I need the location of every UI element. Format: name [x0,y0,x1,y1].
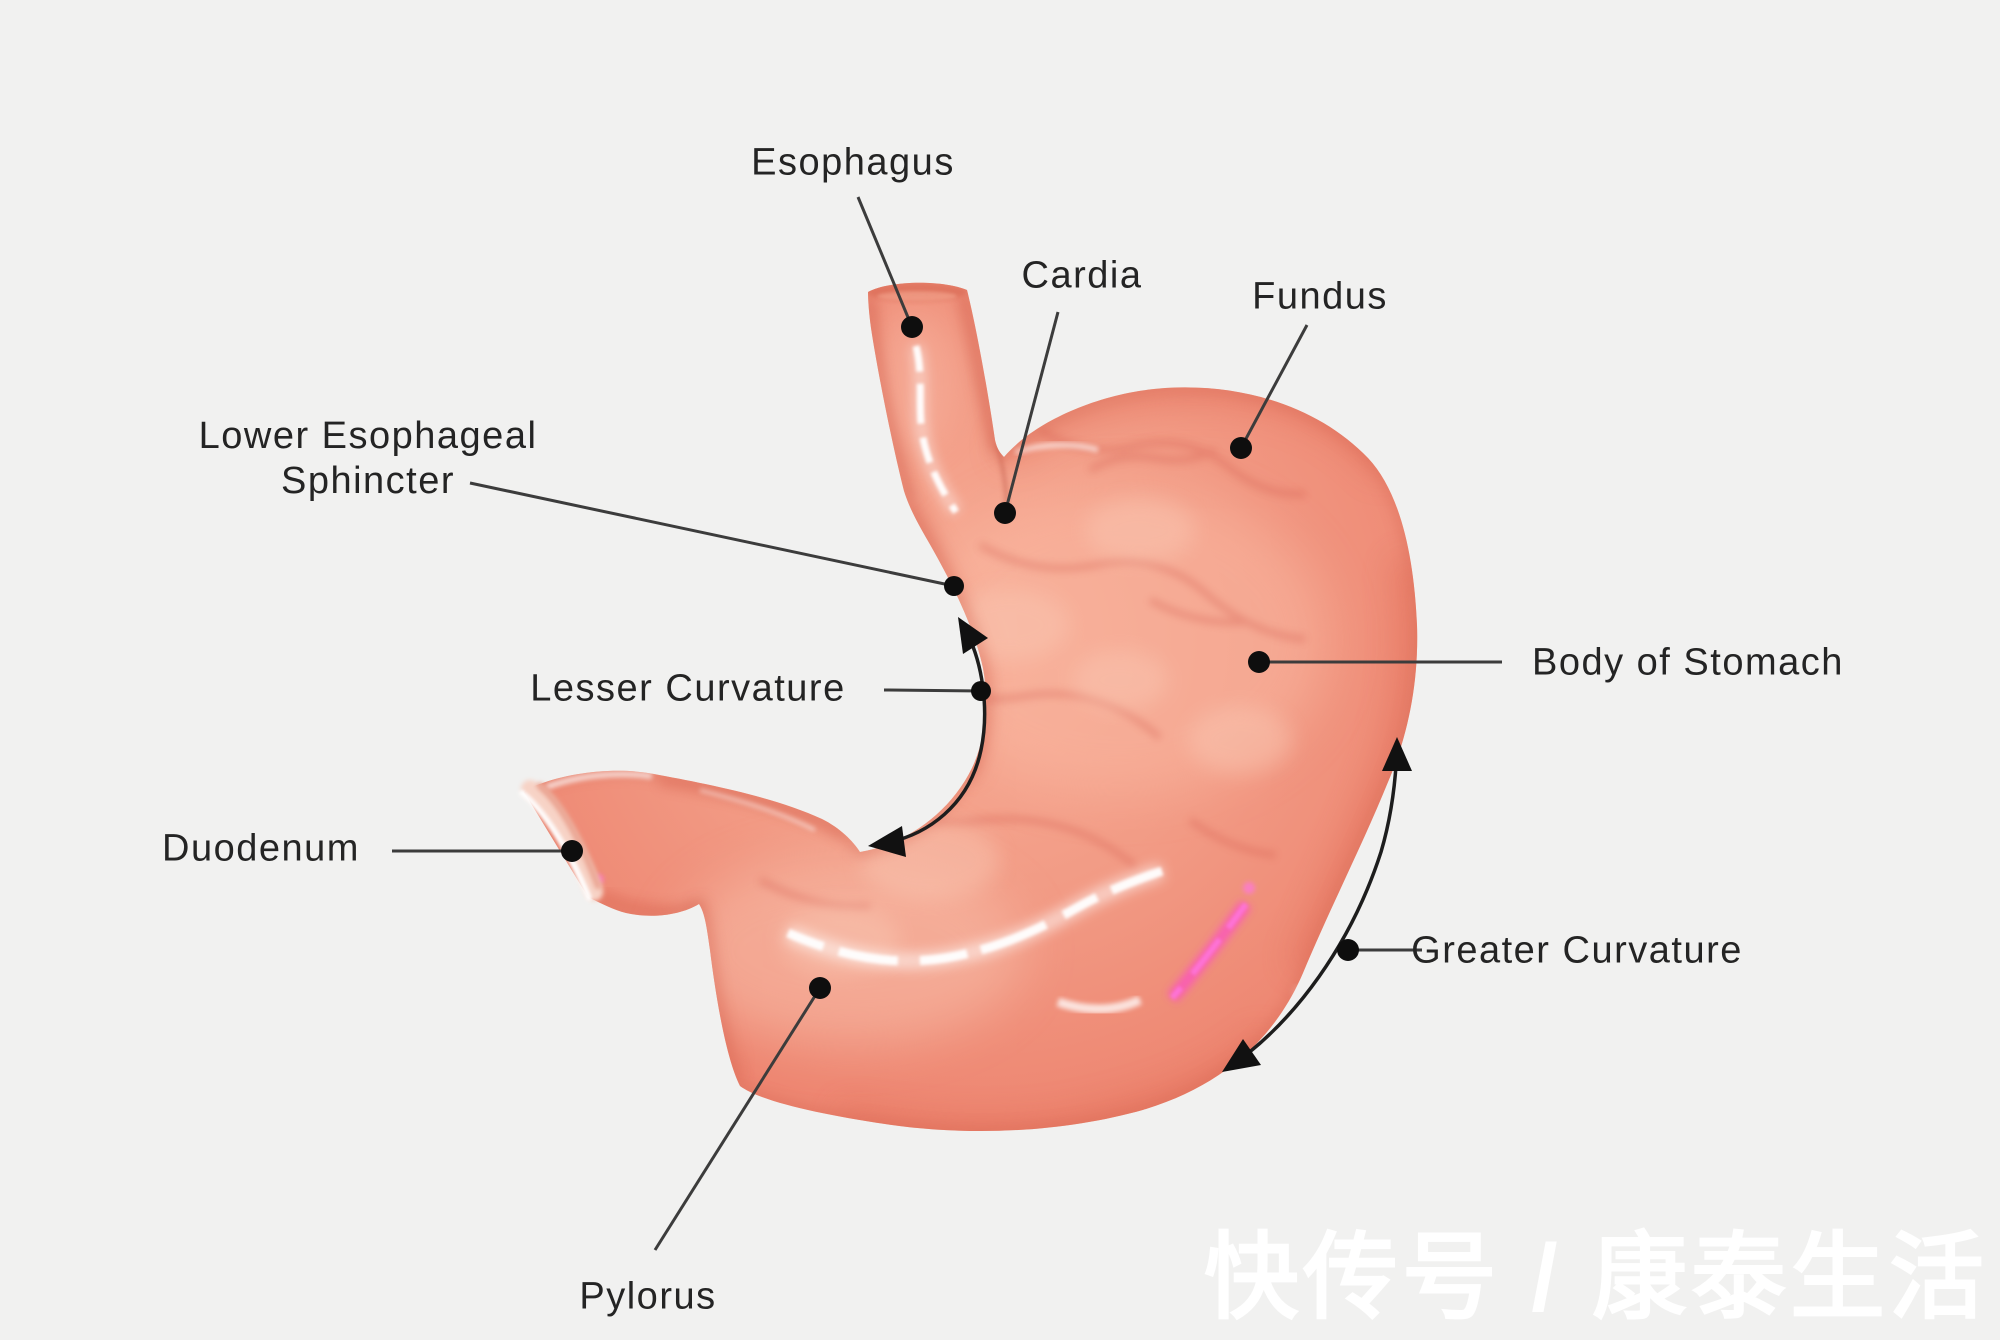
esophagus-leader-line [856,196,914,328]
label-cardia: Cardia [1021,254,1143,297]
label-body-of-stomach: Body of Stomach [1532,641,1844,684]
cardia-leader-line [1003,311,1060,514]
pylorus-leader-line [653,987,822,1251]
stomach-body [519,282,1418,1132]
body-of-stomach-dot [1248,651,1270,673]
iridescent-glints [594,874,1255,1003]
esophagus-dot [901,316,923,338]
greater-curvature-arrowhead-down [1222,1039,1261,1072]
label-fundus: Fundus [1252,275,1388,318]
label-lower-esophageal-sphincter: Lower Esophageal Sphincter [198,415,538,502]
lower-esophageal-sphincter-leader-line [469,481,955,588]
greater-curvature-dot [1337,939,1359,961]
stomach-shading [524,282,1418,1132]
label-lesser-curvature: Lesser Curvature [530,667,846,710]
label-duodenum: Duodenum [162,827,360,870]
lesser-curvature-arrowhead-up [958,617,988,654]
marker-dots [561,316,1359,999]
pylorus-dot [809,977,831,999]
greater-curvature-arrowhead-up [1382,737,1412,771]
greater-curvature-arrow-arc [1227,744,1399,1070]
watermark: 快传号 / 康泰生活 [1203,1225,1988,1331]
lesser-curvature-arrow-arc [873,623,987,847]
lower-esophageal-sphincter-dot [944,576,964,596]
duodenum-cut-face [519,780,603,901]
lesser-curvature-leader-line [883,688,982,693]
fundus-dot [1230,437,1252,459]
cardia-dot [994,502,1016,524]
lesser-curvature-arrowhead-left [868,826,906,857]
label-pylorus: Pylorus [579,1275,717,1318]
annotations [392,196,1502,1251]
label-greater-curvature: Greater Curvature [1411,929,1743,972]
label-esophagus: Esophagus [751,141,955,184]
arrowheads [868,617,1412,1072]
fundus-leader-line [1239,324,1309,449]
duodenum-dot [561,840,583,862]
lesser-curvature-dot [971,681,991,701]
pale-spots [780,498,1292,976]
